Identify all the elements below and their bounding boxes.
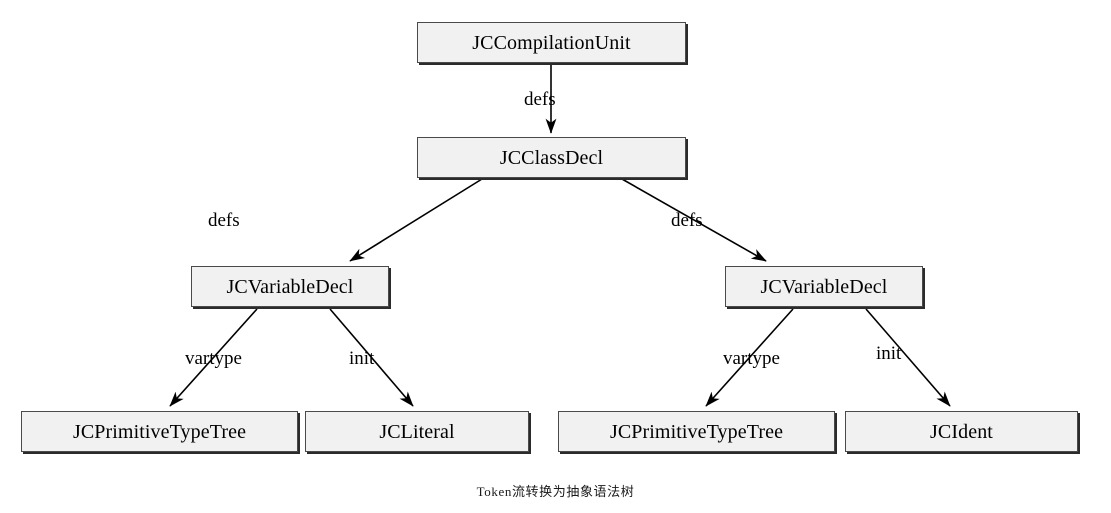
node-class-decl[interactable]: JCClassDecl: [417, 137, 686, 178]
node-literal[interactable]: JCLiteral: [305, 411, 529, 452]
node-primitive-type-tree-right[interactable]: JCPrimitiveTypeTree: [558, 411, 835, 452]
diagram-caption: Token流转换为抽象语法树: [476, 484, 635, 499]
edge-class-decl-to-var-decl-left: [349, 178, 483, 262]
node-ident[interactable]: JCIdent: [845, 411, 1078, 452]
node-var-decl-left[interactable]: JCVariableDecl: [191, 266, 389, 307]
node-label: JCClassDecl: [499, 146, 604, 169]
edge-label-init-right: init: [876, 343, 902, 364]
node-label: JCVariableDecl: [760, 275, 888, 298]
edge-label-vartype-right: vartype: [723, 348, 780, 369]
edge-label-init-left: init: [349, 348, 375, 369]
edge-label-vartype-left: vartype: [185, 348, 242, 369]
node-label: JCCompilationUnit: [472, 31, 631, 54]
edge-label-defs-root: defs: [524, 89, 556, 110]
node-label: JCPrimitiveTypeTree: [609, 420, 784, 443]
edge-label-defs-right: defs: [671, 210, 703, 231]
node-var-decl-right[interactable]: JCVariableDecl: [725, 266, 923, 307]
node-label: JCLiteral: [379, 420, 455, 443]
node-label: JCPrimitiveTypeTree: [72, 420, 247, 443]
node-label: JCVariableDecl: [226, 275, 354, 298]
node-label: JCIdent: [930, 420, 993, 443]
node-compilation-unit[interactable]: JCCompilationUnit: [417, 22, 686, 63]
edge-label-defs-left: defs: [208, 210, 240, 231]
node-primitive-type-tree-left[interactable]: JCPrimitiveTypeTree: [21, 411, 298, 452]
